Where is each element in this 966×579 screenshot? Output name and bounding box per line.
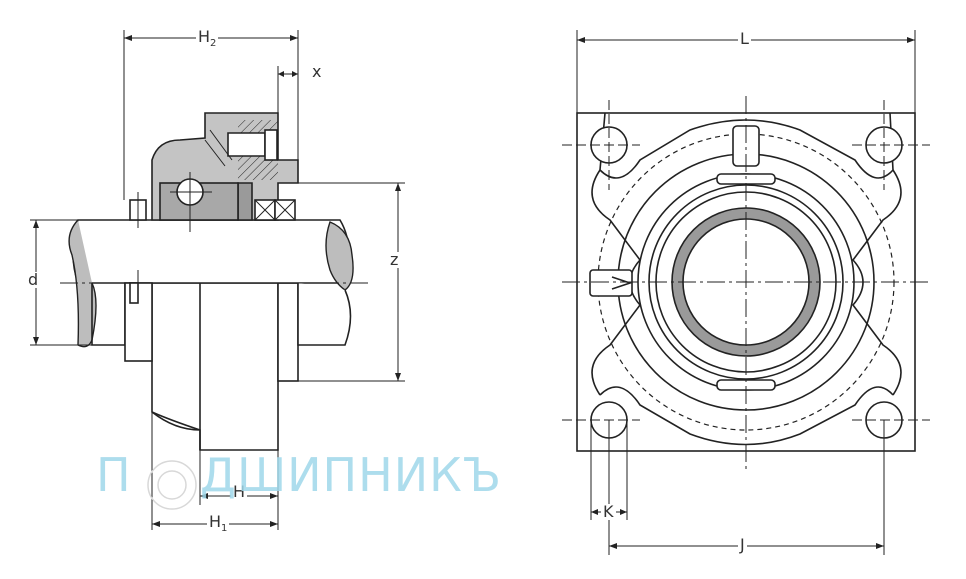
label-z: z — [388, 250, 401, 269]
label-l: L — [738, 29, 751, 48]
watermark-left: П — [96, 448, 132, 502]
front-view — [562, 30, 930, 555]
side-screw — [589, 269, 633, 297]
label-k: K — [601, 502, 616, 521]
flange-body — [599, 112, 894, 179]
housing-lower — [151, 282, 279, 451]
watermark-bearing-icon — [147, 460, 197, 510]
watermark-right: ДШИПНИКЪ — [200, 448, 503, 502]
side-view — [30, 30, 405, 530]
label-j: J — [738, 535, 747, 554]
label-x: x — [310, 62, 324, 81]
grease-fitting — [227, 132, 266, 157]
housing-foot — [151, 411, 201, 431]
housing-flange — [277, 282, 299, 382]
shaft — [72, 219, 350, 284]
shaft-lower — [91, 283, 126, 346]
label-h: H — [231, 482, 248, 501]
label-h1: H1 — [207, 512, 230, 535]
label-d: d — [26, 270, 41, 289]
label-h2: H2 — [196, 27, 219, 50]
